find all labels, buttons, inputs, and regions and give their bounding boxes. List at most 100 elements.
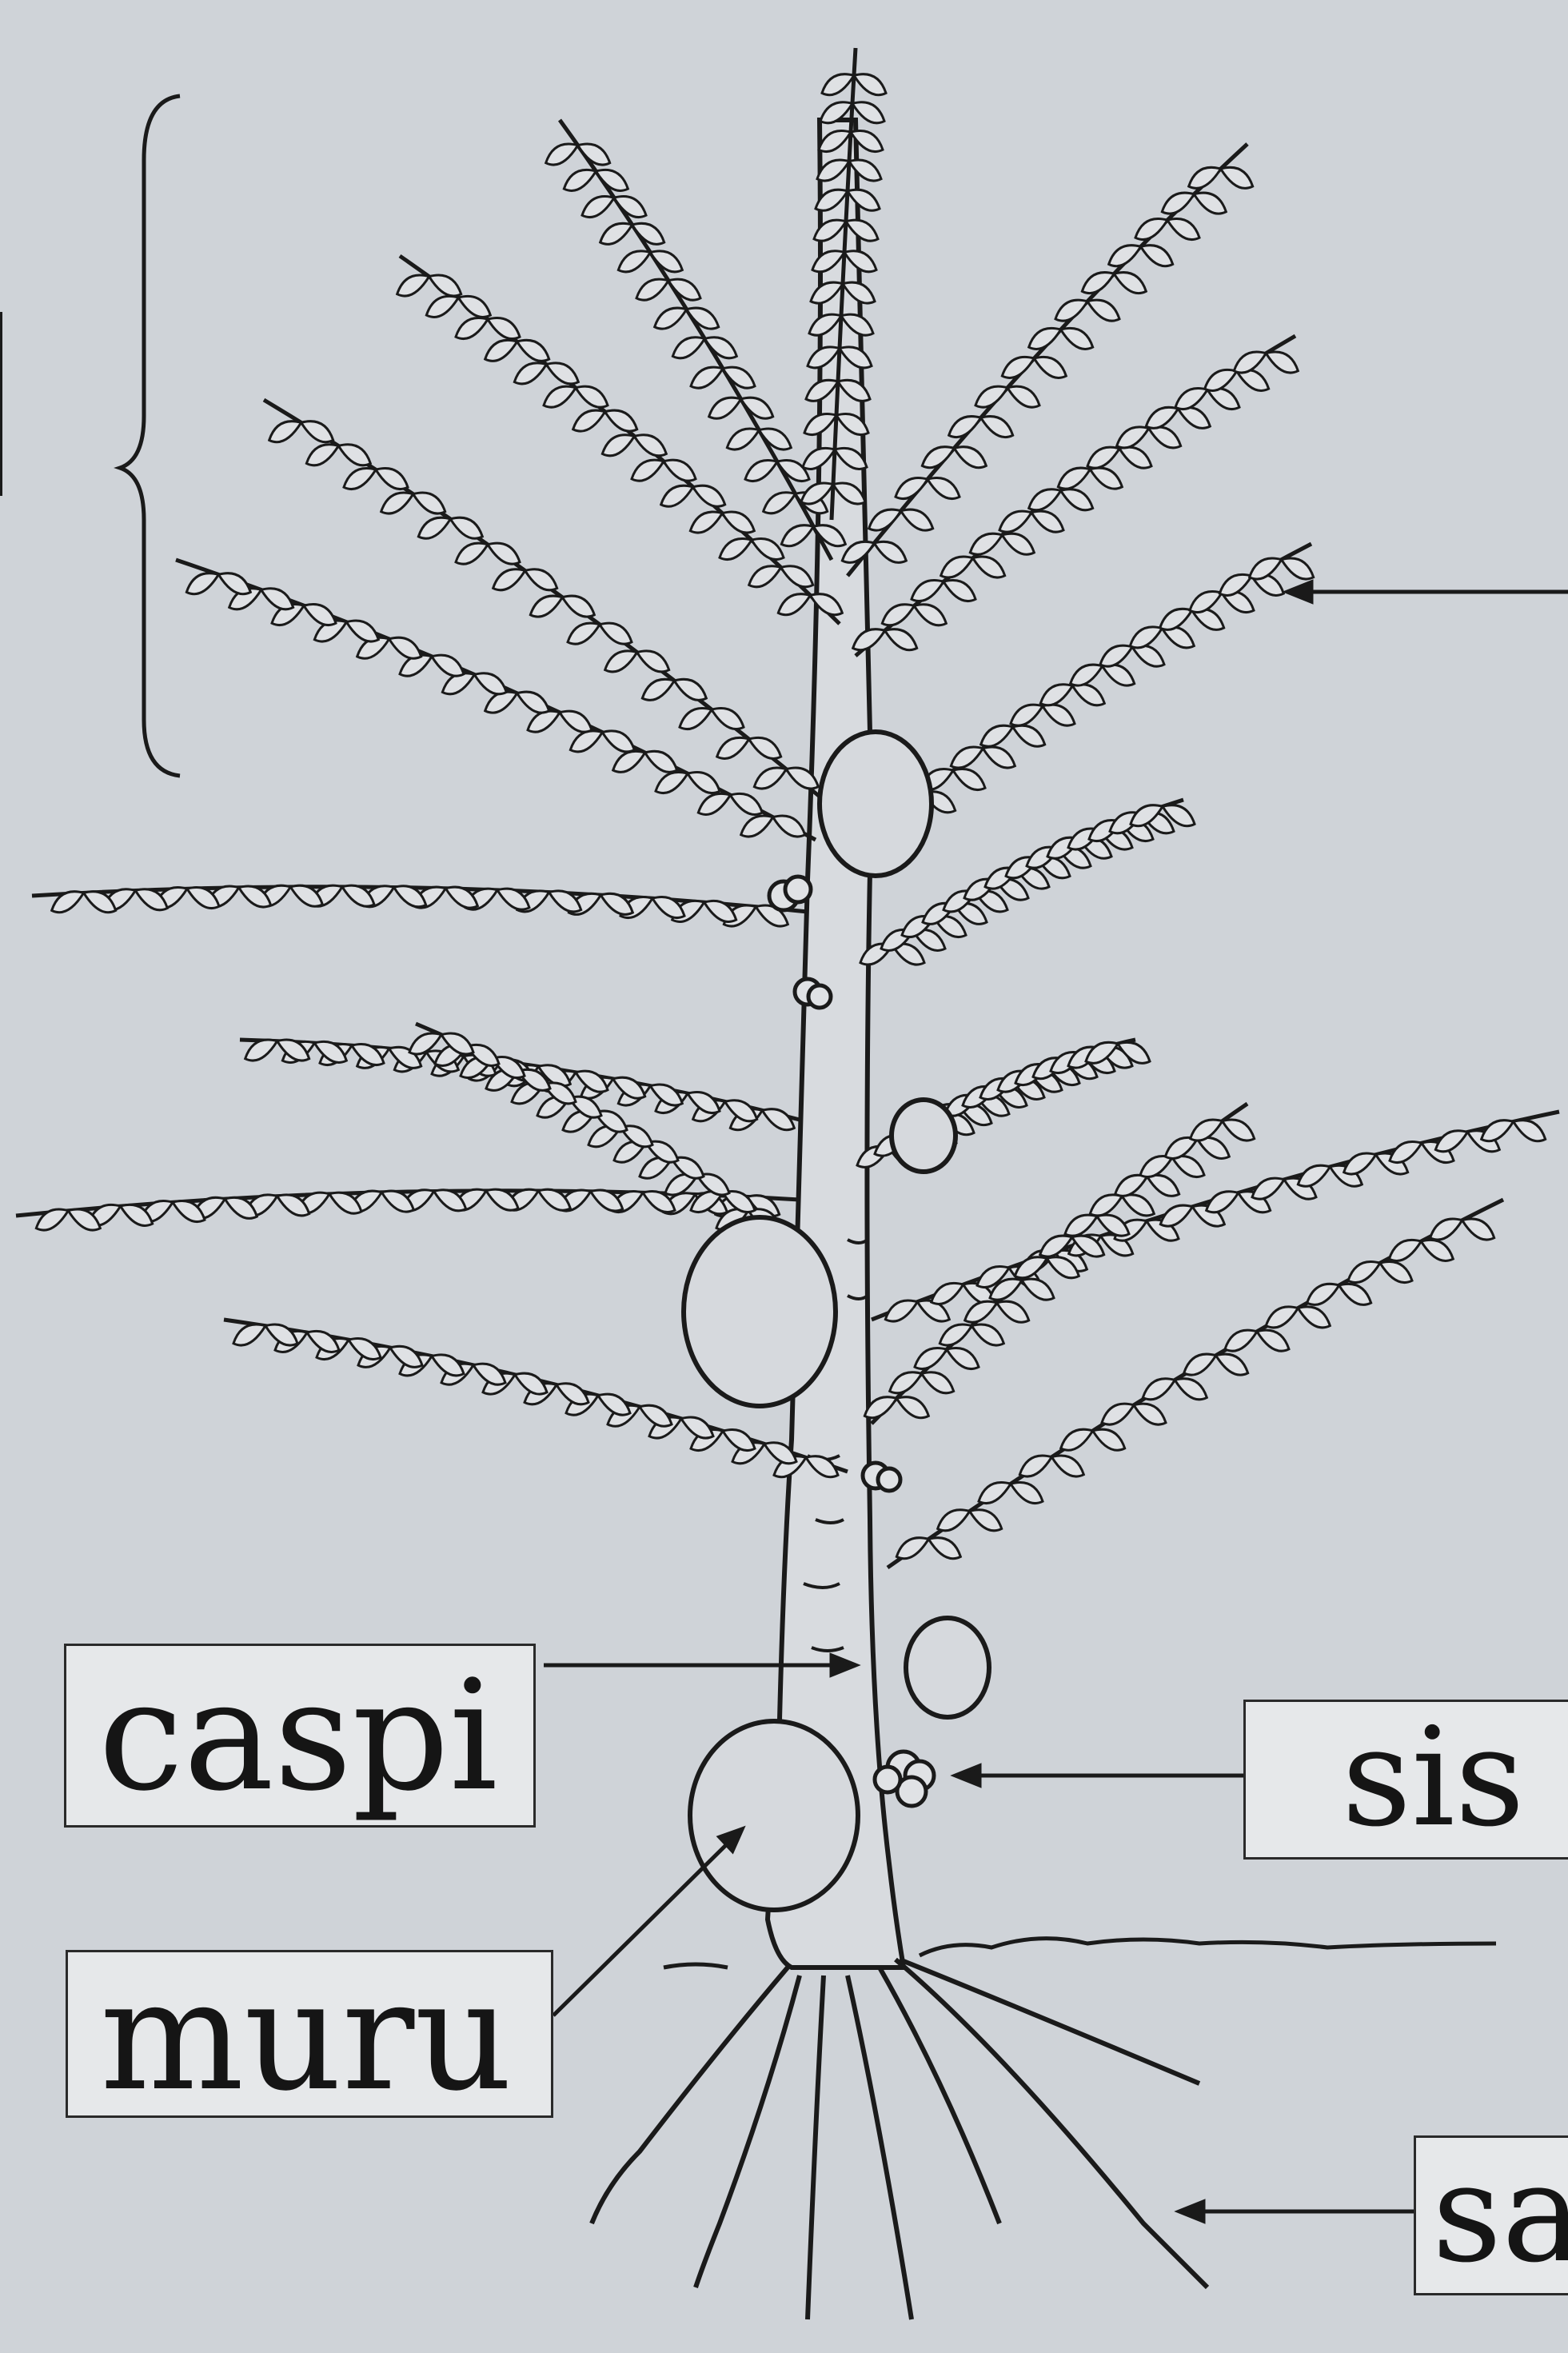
leaflet: [1266, 352, 1298, 373]
leaflet: [1221, 167, 1253, 188]
leaflet: [981, 725, 1013, 746]
leaflet: [940, 1324, 972, 1345]
leaflet: [1421, 1240, 1453, 1260]
leaflet: [1380, 1262, 1412, 1283]
leaflet: [1143, 1379, 1175, 1400]
leaflet: [725, 1101, 757, 1121]
leaflet: [576, 386, 608, 407]
leaflet: [562, 596, 594, 617]
leaflet: [1339, 1284, 1371, 1304]
leaflet: [912, 581, 944, 601]
leaflet: [885, 1300, 917, 1321]
leaflet: [560, 711, 592, 732]
leaflet: [922, 1372, 954, 1393]
leaflet: [983, 747, 1015, 768]
leaflet: [1175, 1379, 1207, 1400]
leaflet: [922, 447, 954, 468]
leaflet: [1065, 1215, 1097, 1236]
leaflet: [1058, 468, 1090, 489]
leaflet: [450, 517, 482, 538]
leaflet: [602, 731, 634, 752]
leaflet: [953, 769, 985, 790]
leaflet: [672, 338, 704, 358]
label-caspi-text: caspi: [98, 1648, 498, 1824]
leaflet: [1072, 685, 1104, 705]
leaflet: [570, 731, 602, 752]
leaflet: [745, 461, 777, 481]
leaflet: [576, 1071, 608, 1092]
leaflet: [390, 1346, 422, 1367]
leaflet: [1051, 1456, 1083, 1476]
leaflet: [1282, 558, 1314, 579]
leaflet: [1071, 665, 1103, 685]
leaflet: [1011, 705, 1043, 725]
leaflet: [1087, 300, 1119, 321]
leaflet: [557, 1384, 588, 1404]
leaflet: [1031, 511, 1063, 532]
fruit-mid: [684, 1217, 836, 1406]
leaflet: [1184, 1354, 1216, 1375]
leaflet: [636, 279, 668, 300]
leaflet: [1298, 1307, 1330, 1328]
leaflet: [389, 637, 421, 658]
leaflet: [613, 1077, 645, 1098]
leaflet: [517, 692, 549, 713]
leaflet: [1090, 468, 1122, 489]
leaflet: [432, 1355, 464, 1376]
leaflet: [301, 421, 333, 442]
leaflet: [999, 511, 1031, 532]
leaflet: [709, 397, 741, 418]
leaflet: [1160, 1205, 1192, 1226]
leaflet: [664, 460, 696, 481]
leaflet: [642, 679, 674, 700]
leaflet: [938, 1510, 970, 1531]
leaflet: [381, 1191, 413, 1212]
leaflet: [1162, 193, 1194, 214]
leaflet: [1029, 328, 1061, 349]
leaflet: [1149, 427, 1181, 448]
leaflet: [941, 557, 973, 577]
leaflet: [1087, 447, 1119, 468]
leaflet: [1194, 193, 1226, 214]
leaflet: [269, 421, 301, 442]
leaflet: [1055, 300, 1087, 321]
leaflet: [1103, 665, 1135, 685]
leaflet: [1390, 1142, 1422, 1163]
leaflet: [693, 485, 725, 506]
leaflet: [1178, 407, 1210, 428]
label-muru: muru: [66, 1950, 553, 2118]
label-muru-text: muru: [100, 1950, 513, 2118]
leaflet: [515, 1373, 547, 1394]
leaflet: [1130, 627, 1162, 648]
label-caspi: caspi: [64, 1644, 536, 1828]
leaflet: [1034, 357, 1066, 378]
leaflet: [517, 340, 549, 361]
label-sa: sa: [1414, 2135, 1568, 2295]
crown-brace: [120, 96, 180, 776]
leaflet: [338, 445, 370, 465]
leaflet: [598, 1394, 630, 1415]
leaflet: [381, 493, 413, 513]
leaflet: [1040, 685, 1072, 705]
leaflet: [954, 447, 986, 468]
leaflet: [1029, 489, 1061, 510]
leaflet: [951, 747, 983, 768]
leaflet: [712, 709, 744, 729]
leaflet: [932, 1283, 964, 1304]
leaflet: [1115, 1175, 1147, 1196]
leaflet: [944, 581, 976, 601]
leaflet: [680, 709, 712, 729]
leaflet: [458, 296, 490, 317]
leaflet: [928, 478, 960, 499]
leaflet: [1191, 1120, 1223, 1141]
roots: [592, 1960, 1207, 2319]
fruit-small-upper: [892, 1100, 956, 1172]
leaflet: [947, 1348, 979, 1369]
leaflet: [674, 679, 706, 700]
leaflet: [997, 1301, 1029, 1322]
leaflet: [1109, 246, 1141, 266]
leaflet: [741, 816, 773, 837]
leaflet: [613, 751, 645, 772]
leaflet: [1043, 705, 1075, 725]
